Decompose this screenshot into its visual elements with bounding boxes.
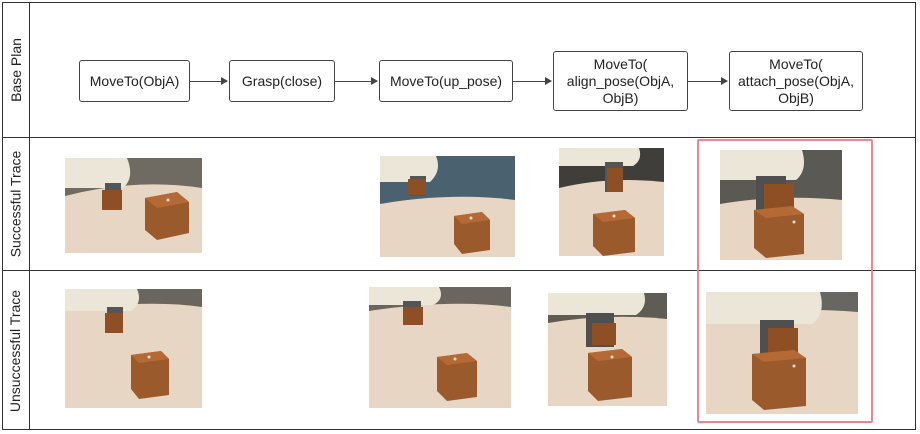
label-column-divider (29, 2, 30, 430)
step-move-to-up-pose: MoveTo(up_pose) (379, 60, 513, 102)
step-grasp-close: Grasp(close) (229, 60, 335, 102)
attach-pose-highlight-box (697, 139, 873, 423)
unsuccessful-trace-photo-move-to-align-pose (548, 293, 667, 406)
successful-trace-photo-move-to-obja (65, 158, 202, 253)
successful-trace-photo-move-to-attach-pose (720, 150, 842, 260)
row-label-base-plan: Base Plan (7, 37, 24, 102)
diagram-frame (2, 2, 916, 430)
step-move-to-align-pose: MoveTo( align_pose(ObjA, ObjB) (553, 51, 688, 111)
arrow-4 (688, 77, 728, 85)
row-divider-2 (2, 270, 916, 271)
row-divider-1 (2, 137, 916, 138)
step-move-to-obja: MoveTo(ObjA) (79, 60, 190, 102)
step-move-to-attach-pose: MoveTo( attach_pose(ObjA, ObjB) (729, 51, 863, 111)
successful-trace-photo-move-to-align-pose (559, 148, 664, 256)
row-label-successful-trace: Successful Trace (7, 150, 24, 258)
unsuccessful-trace-photo-move-to-obja (65, 289, 202, 408)
arrow-3 (513, 77, 552, 85)
row-label-unsuccessful-trace: Unsuccessful Trace (7, 289, 24, 412)
arrow-1 (190, 77, 228, 85)
unsuccessful-trace-photo-move-to-attach-pose (706, 292, 858, 414)
arrow-2 (335, 77, 378, 85)
successful-trace-photo-move-to-up-pose (380, 156, 515, 257)
unsuccessful-trace-photo-move-to-up-pose (369, 287, 511, 408)
